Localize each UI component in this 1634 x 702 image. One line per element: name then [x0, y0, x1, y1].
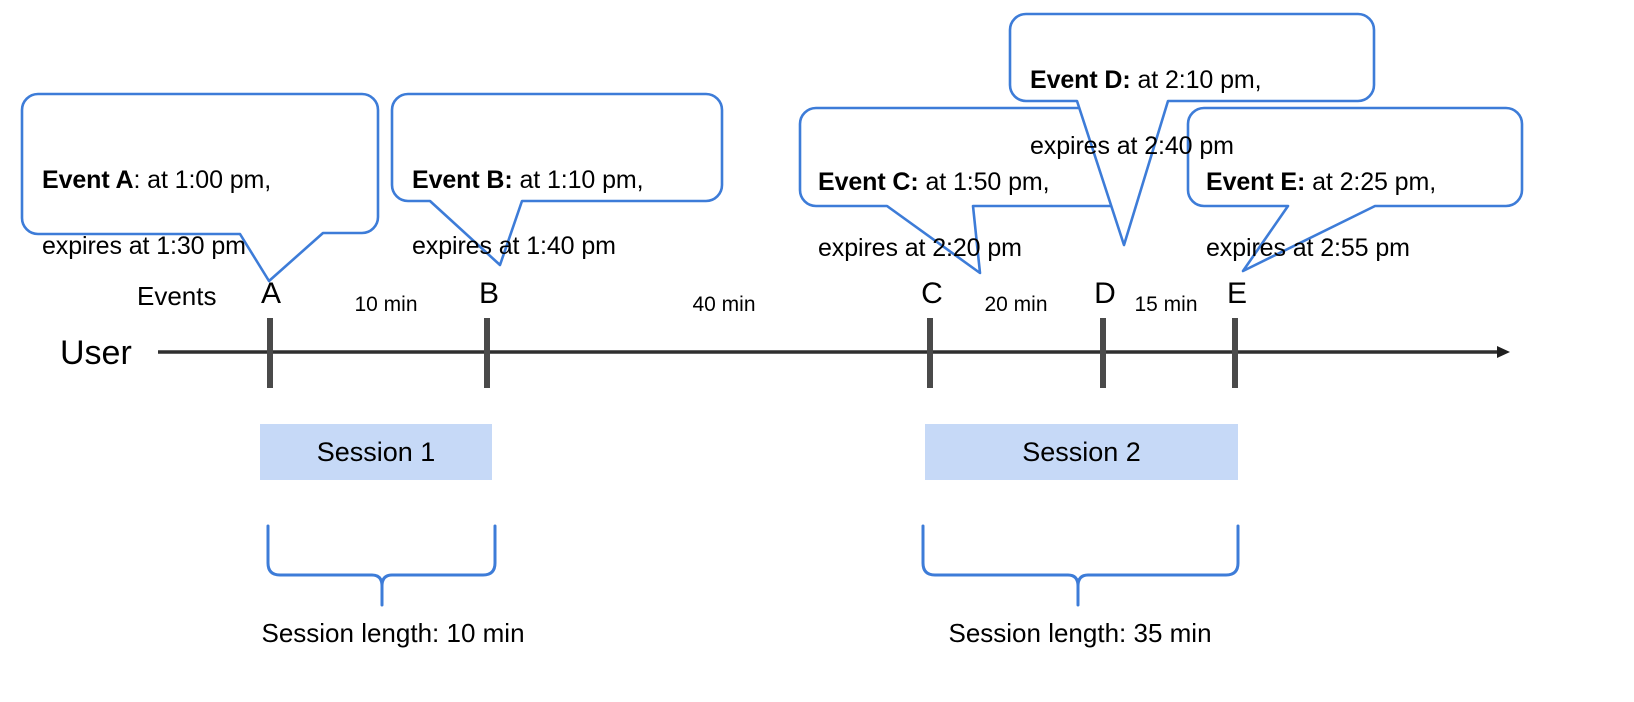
gap-label-c-d: 20 min: [984, 293, 1048, 316]
gap-label-b-c: 40 min: [692, 293, 756, 316]
gap-label-a-b: 10 min: [354, 293, 418, 316]
event-letter-d: D: [1094, 277, 1116, 310]
lane-label-user: User: [60, 334, 132, 372]
callout-text-event-e: Event E: at 2:25 pm, expires at 2:55 pm: [1206, 133, 1521, 298]
callout-a-line2: expires at 1:30 pm: [42, 232, 246, 260]
callout-c-prefix: Event C: [818, 168, 911, 196]
session-box-1-label: Session 1: [316, 436, 436, 467]
event-letter-a: A: [260, 277, 282, 310]
callout-d-prefix: Event D: [1030, 66, 1123, 94]
event-letter-b: B: [478, 277, 500, 310]
callout-b-prefix: Event B: [412, 166, 505, 194]
callout-c-separator: :: [910, 168, 919, 196]
callout-c-line2: expires at 2:20 pm: [818, 234, 1022, 262]
callout-text-event-d: Event D: at 2:10 pm, expires at 2:40 pm: [1030, 31, 1360, 196]
session-length-caption-2: Session length: 35 min: [948, 618, 1212, 648]
callout-text-event-c: Event C: at 1:50 pm, expires at 2:20 pm: [818, 133, 1133, 298]
brace-session-2: [921, 524, 1240, 607]
session-length-caption-1: Session length: 10 min: [261, 618, 525, 648]
callout-a-line1: at 1:00 pm,: [140, 166, 272, 194]
callout-e-line1: at 2:25 pm,: [1305, 168, 1437, 196]
callout-b-line1: at 1:10 pm,: [512, 166, 644, 194]
callout-a-prefix: Event A: [42, 166, 134, 194]
event-letter-e: E: [1226, 277, 1248, 310]
callout-e-line2: expires at 2:55 pm: [1206, 234, 1410, 262]
callout-d-line2: expires at 2:40 pm: [1030, 132, 1234, 160]
lane-label-events: Events: [137, 281, 217, 311]
gap-label-d-e: 15 min: [1134, 293, 1198, 316]
session-box-2-label: Session 2: [1022, 436, 1141, 467]
callout-e-separator: :: [1297, 168, 1306, 196]
callout-text-event-a: Event A: at 1:00 pm, expires at 1:30 pm: [42, 131, 372, 296]
callout-b-separator: :: [504, 166, 513, 194]
callout-e-prefix: Event E: [1206, 168, 1297, 196]
brace-session-1: [266, 524, 497, 607]
session-box-1[interactable]: Session 1: [260, 424, 492, 480]
callout-a-separator: :: [133, 166, 141, 194]
event-letter-c: C: [921, 277, 943, 310]
callout-d-line1: at 2:10 pm,: [1130, 66, 1262, 94]
callout-text-event-b: Event B: at 1:10 pm, expires at 1:40 pm: [412, 131, 722, 296]
callout-c-line1: at 1:50 pm,: [918, 168, 1050, 196]
session-box-2[interactable]: Session 2: [925, 424, 1238, 480]
callout-d-separator: :: [1122, 66, 1131, 94]
callout-b-line2: expires at 1:40 pm: [412, 232, 616, 260]
